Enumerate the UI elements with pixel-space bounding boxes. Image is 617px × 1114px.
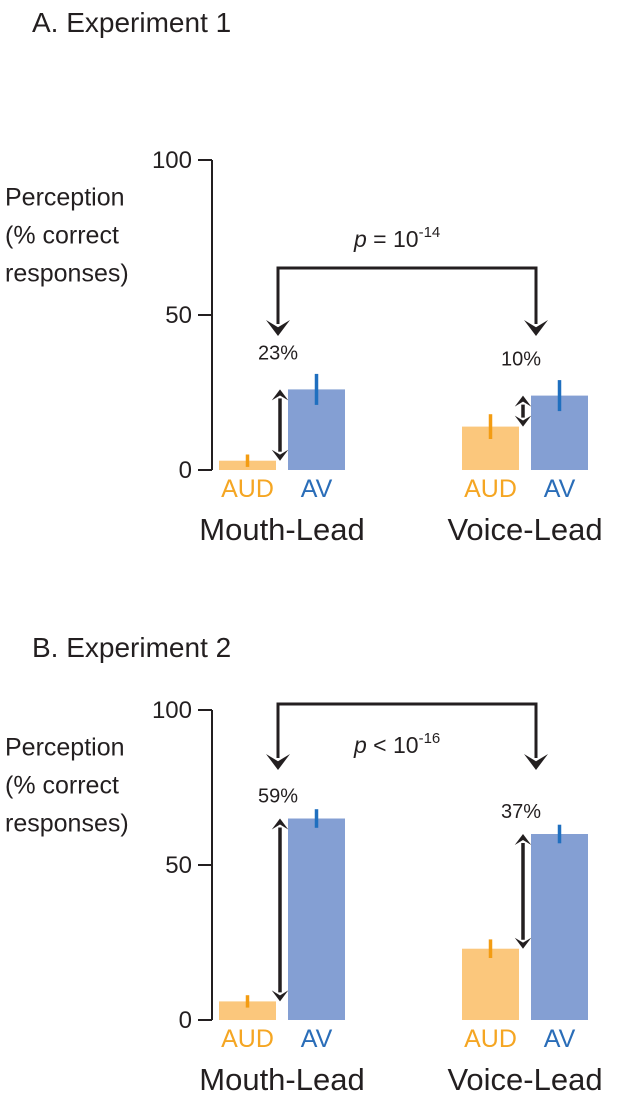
y-tick-label: 50	[165, 302, 192, 329]
condition-label: AV	[544, 475, 576, 503]
bracket-arrowhead	[524, 320, 548, 336]
comparison-bracket	[276, 266, 538, 324]
difference-label: 59%	[258, 786, 298, 808]
difference-arrowhead	[271, 449, 289, 461]
difference-arrowhead	[271, 389, 289, 401]
y-axis-label: Perception	[5, 733, 125, 761]
difference-arrowhead	[514, 415, 532, 427]
y-axis-label: (% correct	[5, 221, 119, 249]
panel-experiment-2: B. Experiment 2 Perception (% correct respo…	[5, 632, 603, 1097]
p-value-symbol: p	[353, 732, 367, 758]
p-value-exponent: -16	[419, 730, 441, 747]
y-tick-label: 0	[179, 1007, 192, 1034]
condition-label: AUD	[464, 1025, 517, 1053]
difference-arrowhead	[514, 937, 532, 949]
condition-label: AUD	[221, 1025, 274, 1053]
y-tick-label: 0	[179, 457, 192, 484]
p-value-exponent: -14	[419, 224, 441, 241]
difference-arrowhead	[514, 834, 532, 845]
condition-label: AV	[544, 1025, 576, 1053]
y-tick-label: 100	[152, 697, 192, 724]
panel-title: A. Experiment 1	[32, 7, 231, 38]
y-axis-label: responses)	[5, 809, 129, 837]
y-axis-label: (% correct	[5, 771, 119, 799]
bracket-arrowhead	[524, 754, 548, 770]
y-tick-label: 100	[152, 147, 192, 174]
p-value-symbol: p	[353, 226, 367, 252]
p-value-relation: = 10	[367, 226, 419, 252]
condition-label: AUD	[464, 475, 517, 503]
condition-label: AV	[301, 1025, 333, 1053]
p-value-label: p = 10-14	[353, 224, 440, 252]
group-label: Mouth-Lead	[199, 1062, 364, 1097]
group-label: Voice-Lead	[447, 1062, 602, 1097]
bracket-arrowhead	[266, 754, 290, 770]
p-value-label: p < 10-16	[353, 730, 440, 758]
comparison-bracket	[276, 702, 538, 758]
difference-label: 37%	[501, 801, 541, 823]
p-value-relation: < 10	[367, 732, 419, 758]
y-axis-label: Perception	[5, 183, 125, 211]
difference-label: 10%	[501, 349, 541, 371]
bar-av	[288, 818, 345, 1020]
panel-title: B. Experiment 2	[32, 632, 231, 663]
group-label: Mouth-Lead	[199, 512, 364, 547]
panel-experiment-1: A. Experiment 1 Perception (% correct respo…	[5, 7, 603, 547]
difference-label: 23%	[258, 342, 298, 364]
group-label: Voice-Lead	[447, 512, 602, 547]
y-tick-label: 50	[165, 852, 192, 879]
difference-arrowhead	[271, 818, 289, 830]
bar-av	[531, 834, 588, 1020]
y-axis-label: responses)	[5, 259, 129, 287]
condition-label: AV	[301, 475, 333, 503]
bar-aud	[219, 1001, 276, 1020]
condition-label: AUD	[221, 475, 274, 503]
difference-arrowhead	[271, 990, 289, 1002]
bracket-arrowhead	[266, 320, 290, 336]
bar-aud	[462, 948, 519, 1020]
difference-arrowhead	[514, 395, 532, 407]
